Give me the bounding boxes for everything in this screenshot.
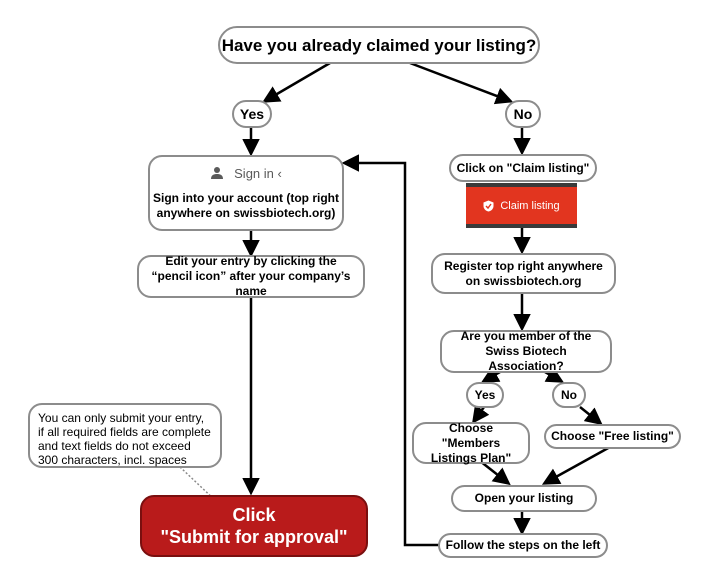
signin-button-preview: Sign in ‹ — [210, 166, 282, 181]
register-step: Register top right anywhere on swissbiot… — [431, 253, 616, 294]
arrow-no-to-free — [579, 406, 603, 426]
arrow-free-to-open — [541, 445, 611, 485]
claim-button-label: Claim listing — [500, 199, 560, 212]
arrow-question-to-yes — [261, 61, 331, 103]
signin-step: Sign in ‹ Sign into your account (top ri… — [148, 155, 344, 231]
edit-entry-step: Edit your entry by clicking the “pencil … — [137, 254, 365, 298]
arrow-yes-to-members-plan — [471, 404, 490, 424]
arrow-follow-to-signin — [341, 154, 440, 547]
approval-note: You can only submit your entry, if all r… — [28, 403, 222, 468]
signin-label: Sign in ‹ — [234, 165, 282, 181]
signin-instruction: Sign into your account (top right anywhe… — [153, 190, 339, 220]
arrow-question-to-no — [409, 61, 514, 105]
question-member: Are you member of the Swiss Biotech Asso… — [440, 329, 612, 373]
answer-yes-member: Yes — [466, 382, 504, 408]
click-claim-step: Click on "Claim listing" — [449, 154, 597, 182]
question-claimed-listing: Have you already claimed your listing? — [218, 26, 540, 64]
submit-line-2: "Submit for approval" — [160, 527, 348, 547]
claim-listing-button-preview: Claim listing — [466, 183, 577, 228]
submit-line-1: Click — [232, 505, 276, 525]
choose-members-plan: Choose "Members Listings Plan" — [412, 421, 530, 465]
answer-no-claimed: No — [505, 100, 541, 128]
answer-no-member: No — [552, 382, 586, 408]
person-icon — [211, 167, 224, 179]
follow-steps-step: Follow the steps on the left — [438, 533, 608, 558]
choose-free-listing: Choose "Free listing" — [544, 424, 681, 449]
shield-check-icon — [483, 200, 494, 211]
open-listing-step: Open your listing — [451, 485, 597, 512]
submit-for-approval: Click "Submit for approval" — [140, 495, 368, 557]
answer-yes-claimed: Yes — [232, 100, 272, 128]
